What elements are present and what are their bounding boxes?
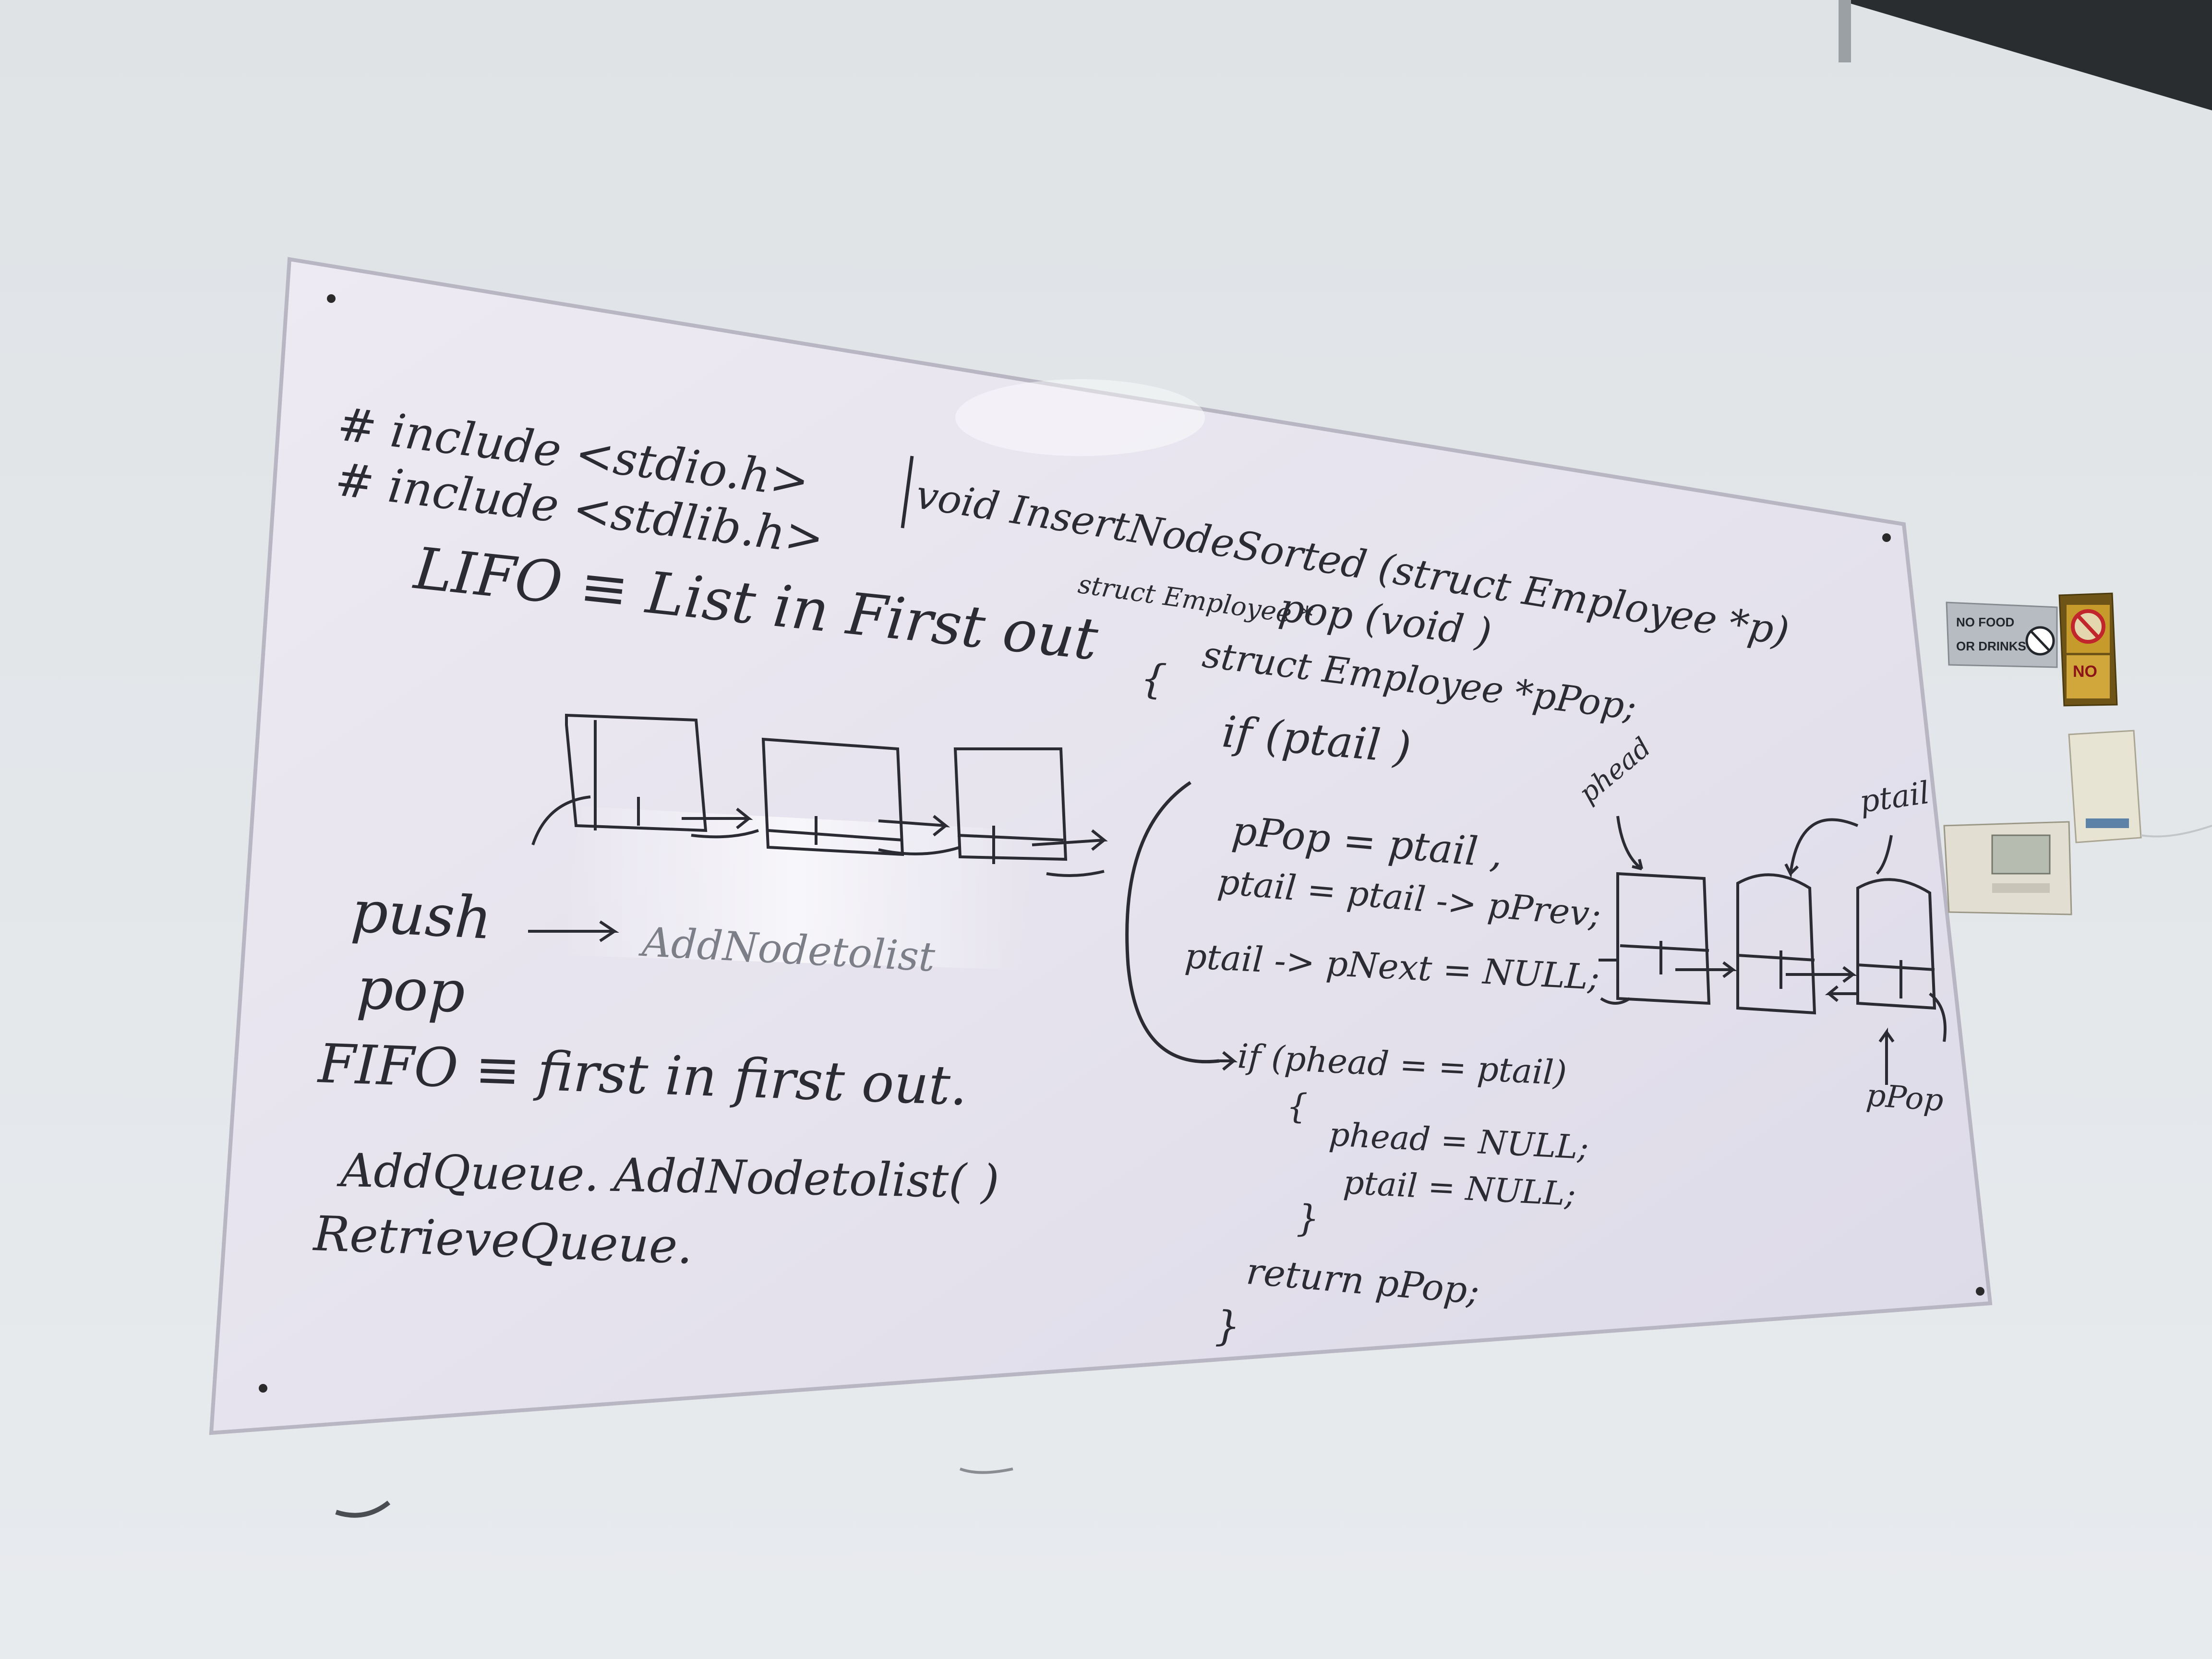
code-line-close-brace: }: [1214, 1302, 1240, 1349]
left-list-diagram: [531, 713, 1108, 877]
diagram-label-ptail: ptail: [1857, 775, 1932, 820]
right-list-diagram: [1599, 816, 1947, 1085]
pop-label: pop: [355, 955, 467, 1026]
code-bracket-arrow: [1219, 1051, 1238, 1071]
retrieve-queue-line: RetrieveQueue.: [313, 1205, 694, 1275]
code-line-inner-open-brace: {: [1286, 1087, 1308, 1126]
board-divider: [901, 456, 914, 529]
code-line-open-brace: {: [1139, 654, 1168, 704]
wall-mark: [959, 1467, 1013, 1474]
alarm-sensor-box: [2068, 730, 2142, 843]
board-glare: [562, 806, 1032, 970]
whiteboard: [209, 257, 1993, 1435]
board-glare-top: [955, 379, 1205, 456]
code-bracket-curve: [1125, 781, 1220, 1064]
sign-line2: OR DRINKS: [1956, 639, 2026, 653]
add-queue-line: AddQueue. AddNodetolist( ): [340, 1143, 1000, 1209]
code-line-inner-close-brace: }: [1296, 1197, 1320, 1239]
ceiling-corner: [1839, 0, 2212, 110]
wall-cable: [2140, 825, 2212, 838]
board-screw: [327, 294, 336, 303]
push-arrow: [528, 920, 619, 942]
board-screw: [1882, 533, 1891, 542]
push-label: push: [349, 878, 494, 953]
board-screw: [259, 1384, 267, 1393]
no-food-sign: NO FOOD OR DRINKS: [1946, 601, 2058, 668]
wall-mark: [335, 1501, 391, 1518]
sign-no-text: NO: [2073, 662, 2097, 681]
sign-line1: NO FOOD: [1956, 615, 2014, 629]
board-screw: [1976, 1287, 1984, 1296]
thermostat-display: [1991, 834, 2051, 875]
diagram-label-ppop: pPop: [1865, 1078, 1945, 1119]
no-smoking-sign: NO: [2058, 592, 2118, 707]
thermostat: [1943, 821, 2072, 915]
wall-bracket: [1839, 0, 1851, 62]
